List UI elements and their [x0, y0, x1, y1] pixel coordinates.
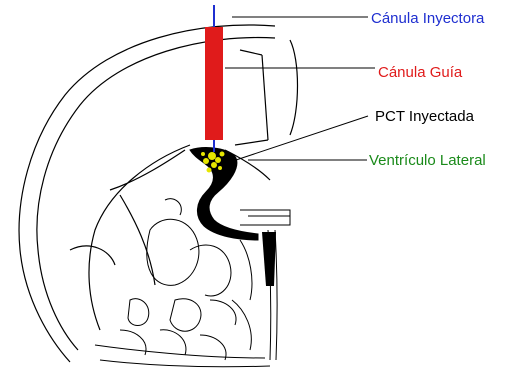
label-injected-pct: PCT Inyectada [375, 108, 474, 126]
lateral-ventricle-shape [190, 148, 258, 240]
label-injector-cannula: Cánula Inyectora [371, 10, 484, 28]
striatum-cells [95, 199, 270, 367]
ventricle-tail [262, 232, 276, 286]
leader-line-pct [236, 116, 368, 160]
label-guide-cannula: Cánula Guía [378, 64, 462, 82]
brain-outline [19, 25, 297, 362]
label-lateral-ventricle: Ventrículo Lateral [369, 152, 486, 170]
guide-cannula [205, 27, 223, 140]
